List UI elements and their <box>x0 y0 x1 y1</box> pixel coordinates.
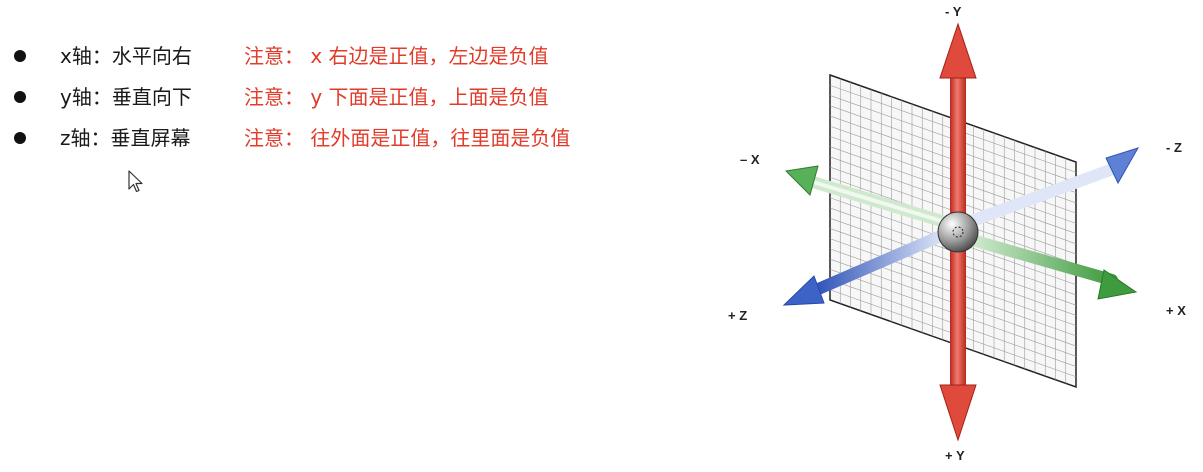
mouse-pointer-icon <box>128 170 143 193</box>
label-pos-x: + X <box>1166 303 1186 318</box>
label-neg-y: - Y <box>945 4 962 19</box>
label-neg-x: – X <box>740 152 760 167</box>
label-neg-z: - Z <box>1166 140 1182 155</box>
x-axis-negative-arm <box>784 165 964 232</box>
bullet-icon <box>14 50 26 62</box>
x-axis-positive-arm <box>952 230 1138 300</box>
z-axis-negative-arm <box>952 147 1140 232</box>
bullet-icon <box>14 91 26 103</box>
z-axis-positive-arm <box>782 226 956 306</box>
y-axis-description: y轴：垂直向下 <box>60 85 192 109</box>
x-axis-note: 注意： x 右边是正值，左边是负值 <box>244 44 549 68</box>
x-axis-description: x轴：水平向右 <box>60 44 192 68</box>
z-axis-note: 注意： 往外面是正值，往里面是负值 <box>244 126 571 150</box>
z-axis-description: z轴：垂直屏幕 <box>60 126 191 150</box>
label-pos-z: + Z <box>728 308 747 323</box>
y-axis-note: 注意： y 下面是正值，上面是负值 <box>244 85 549 109</box>
3d-coordinate-diagram: - Y + Y – X + X - Z + Z <box>728 4 1186 463</box>
origin-sphere <box>937 211 979 253</box>
label-pos-y: + Y <box>945 448 965 463</box>
bullet-icon <box>14 132 26 144</box>
